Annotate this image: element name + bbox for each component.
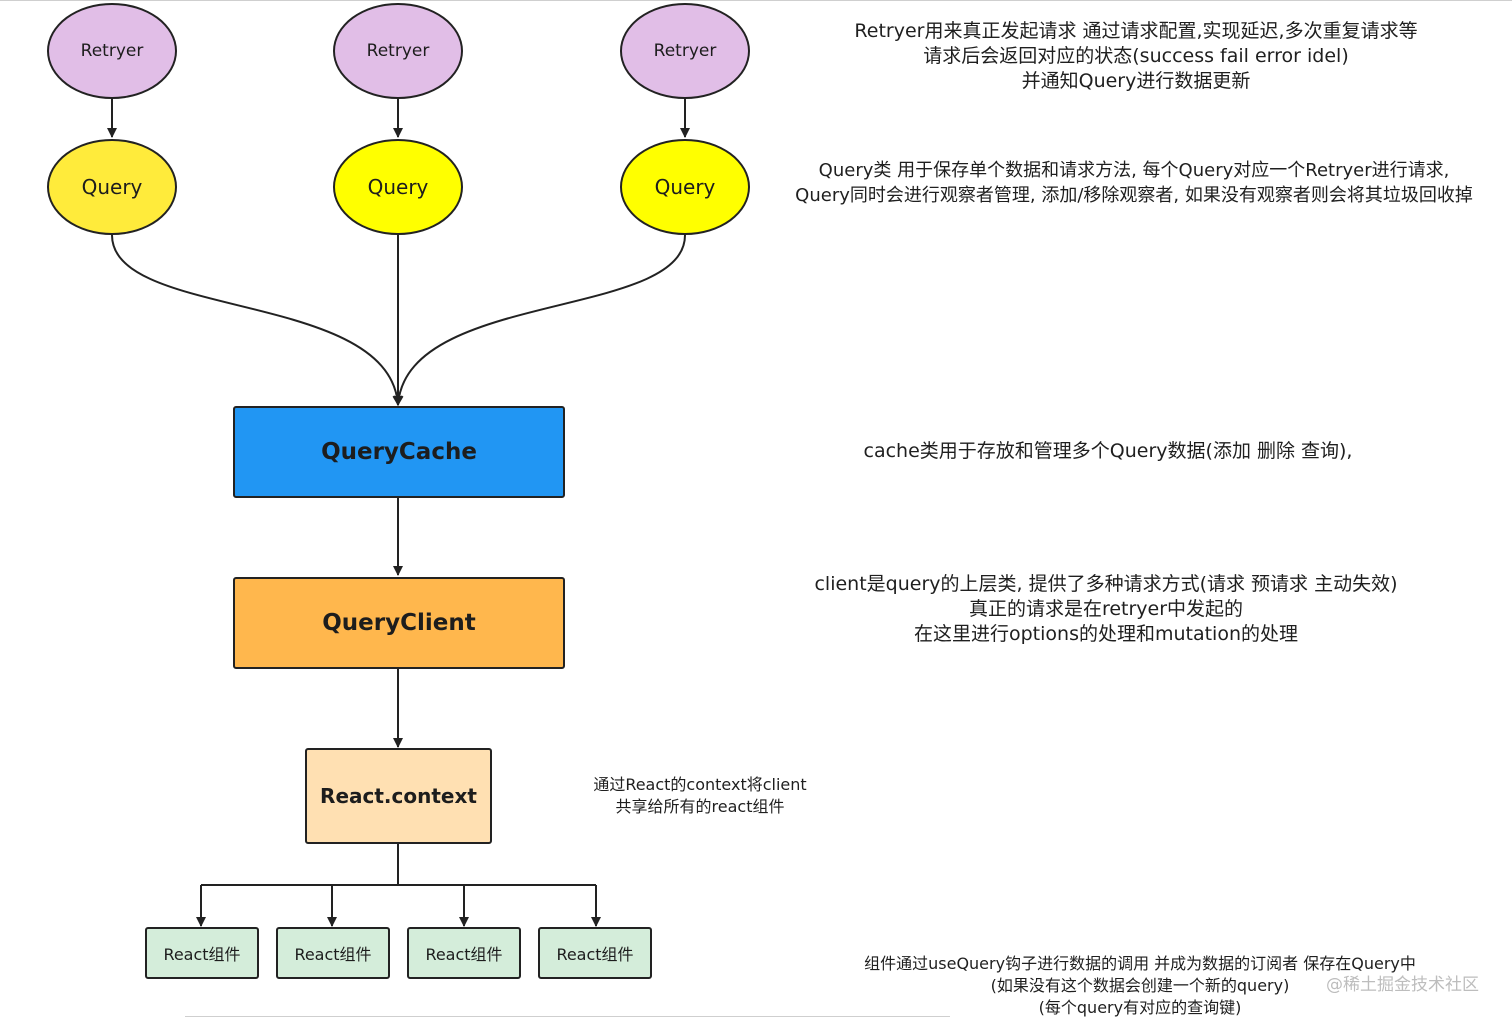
react-component-node-4: React组件 (538, 927, 652, 979)
component-label: React组件 (556, 945, 634, 964)
watermark: @稀土掘金技术社区 (1326, 975, 1479, 995)
query-client-label: QueryClient (322, 610, 476, 636)
react-context-node: React.context (305, 748, 492, 844)
note-line: (每个query有对应的查询键) (1038, 998, 1242, 1017)
note-query: Query类 用于保存单个数据和请求方法, 每个Query对应一个Retryer… (758, 158, 1510, 208)
component-label: React组件 (425, 945, 503, 964)
retryer-node-2: Retryer (333, 3, 463, 99)
note-line: 共享给所有的react组件 (615, 797, 785, 816)
component-label: React组件 (294, 945, 372, 964)
note-line: Retryer用来真正发起请求 通过请求配置,实现延迟,多次重复请求等 (854, 20, 1418, 42)
react-component-node-3: React组件 (407, 927, 521, 979)
query-label: Query (81, 175, 143, 199)
note-client: client是query的上层类, 提供了多种请求方式(请求 预请求 主动失效)… (790, 572, 1422, 647)
note-line: 通过React的context将client (593, 775, 807, 794)
query-node-1: Query (47, 139, 177, 235)
note-line: 组件通过useQuery钩子进行数据的调用 并成为数据的订阅者 保存在Query… (864, 954, 1416, 973)
note-line: 在这里进行options的处理和mutation的处理 (913, 623, 1299, 645)
query-node-2: Query (333, 139, 463, 235)
note-line: cache类用于存放和管理多个Query数据(添加 删除 查询), (863, 440, 1353, 462)
query-cache-node: QueryCache (233, 406, 565, 498)
component-label: React组件 (163, 945, 241, 964)
note-line: (如果没有这个数据会创建一个新的query) (990, 976, 1290, 995)
query-label: Query (367, 175, 429, 199)
note-line: 请求后会返回对应的状态(success fail error idel) (923, 45, 1349, 67)
top-divider (0, 0, 1512, 1)
retryer-label: Retryer (80, 41, 144, 61)
retryer-node-1: Retryer (47, 3, 177, 99)
query-label: Query (654, 175, 716, 199)
note-context: 通过React的context将client 共享给所有的react组件 (580, 774, 820, 818)
query-node-3: Query (620, 139, 750, 235)
retryer-label: Retryer (366, 41, 430, 61)
note-line: client是query的上层类, 提供了多种请求方式(请求 预请求 主动失效) (814, 573, 1398, 595)
query-client-node: QueryClient (233, 577, 565, 669)
note-line: 真正的请求是在retryer中发起的 (968, 598, 1244, 620)
note-cache: cache类用于存放和管理多个Query数据(添加 删除 查询), (800, 439, 1416, 464)
edge-query-cache-3 (393, 234, 686, 406)
react-context-label: React.context (320, 784, 477, 808)
query-cache-label: QueryCache (321, 439, 477, 465)
note-line: 并通知Query进行数据更新 (1021, 70, 1251, 92)
note-line: Query同时会进行观察者管理, 添加/移除观察者, 如果没有观察者则会将其垃圾… (795, 185, 1473, 206)
react-component-node-1: React组件 (145, 927, 259, 979)
retryer-node-3: Retryer (620, 3, 750, 99)
react-component-node-2: React组件 (276, 927, 390, 979)
edge-query-cache-1 (111, 234, 403, 406)
retryer-label: Retryer (653, 41, 717, 61)
bottom-divider (185, 1016, 950, 1017)
note-retryer: Retryer用来真正发起请求 通过请求配置,实现延迟,多次重复请求等 请求后会… (800, 19, 1472, 94)
note-component: 组件通过useQuery钩子进行数据的调用 并成为数据的订阅者 保存在Query… (830, 953, 1450, 1019)
note-line: Query类 用于保存单个数据和请求方法, 每个Query对应一个Retryer… (818, 160, 1450, 181)
